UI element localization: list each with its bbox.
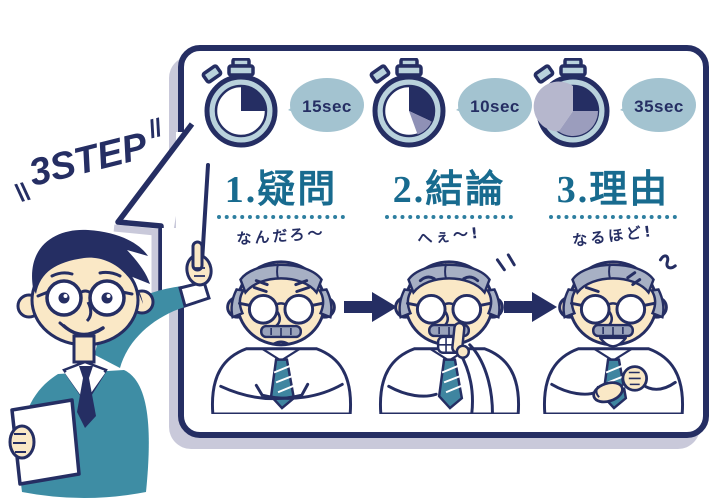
stopwatch-icon: [369, 57, 446, 148]
title-underline: [549, 214, 677, 219]
presenter-illustration: [8, 163, 213, 498]
time-bubble: 15sec: [288, 78, 364, 132]
step-panel-1: 15sec 1.疑問 なんだろ〜: [196, 57, 366, 414]
time-label: 35sec: [634, 97, 684, 116]
time-label: 15sec: [302, 97, 352, 116]
listener-convinced-illustration: [542, 254, 684, 414]
step-panel-3: 35sec 3.理由 なるほど!: [528, 57, 698, 414]
title-underline: [217, 214, 345, 219]
step-title: 2.結論: [392, 169, 506, 211]
step-title: 1.疑問: [224, 169, 338, 211]
step1-header: 15sec: [201, 57, 364, 148]
presenter-raised-arm: [95, 240, 213, 368]
stopwatch-icon: [201, 57, 278, 148]
step2-header: 10sec: [369, 57, 532, 148]
right-arrow-icon: [344, 292, 397, 322]
step3-header: 35sec: [533, 57, 696, 148]
time-bubble: 35sec: [620, 78, 696, 132]
listener-surprised-illustration: [378, 253, 520, 414]
presenter-head: [16, 229, 155, 347]
time-bubble: 10sec: [456, 78, 532, 132]
presenter-neck: [72, 334, 96, 364]
stopwatch-icon: [533, 57, 610, 148]
right-arrow-icon: [504, 292, 557, 322]
listener-thinking-illustration: [210, 260, 352, 414]
step-title: 3.理由: [556, 169, 670, 211]
step-panel-2: 10sec 2.結論 へぇ〜!: [364, 57, 534, 414]
title-underline: [385, 214, 513, 219]
paper-handout: [8, 398, 81, 486]
time-label: 10sec: [470, 97, 520, 116]
